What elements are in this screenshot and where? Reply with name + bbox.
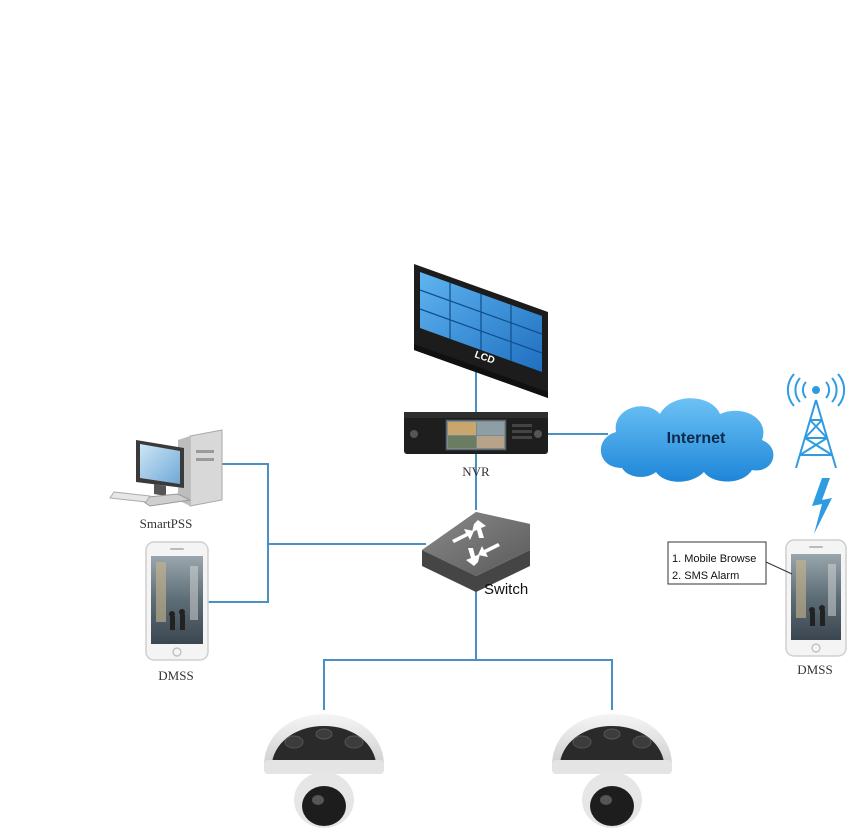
- lightning-icon: [812, 478, 832, 534]
- desktop-computer-icon: [109, 429, 223, 507]
- connection-lines: [206, 368, 613, 710]
- wire-dmss-left: [206, 544, 269, 603]
- smartpss-label: SmartPSS: [140, 516, 193, 531]
- smartphone-icon: [785, 539, 847, 657]
- callout-line-1: 1. Mobile Browse: [672, 553, 756, 565]
- internet-label: Internet: [667, 430, 726, 447]
- wire-cameras: [323, 659, 613, 710]
- dome-camera-icon: [264, 714, 384, 828]
- dmss-left-label: DMSS: [158, 668, 193, 683]
- nvr-recorder-icon: [404, 412, 548, 454]
- dome-camera-icon: [552, 714, 672, 828]
- callout-line-2: 2. SMS Alarm: [672, 570, 739, 582]
- wire-smartpss-switch: [222, 463, 426, 545]
- cell-tower-icon: [786, 373, 846, 469]
- cloud-icon: Internet: [600, 398, 774, 482]
- dmss-right-label: DMSS: [797, 662, 832, 677]
- video-wall-icon: LCD: [414, 264, 548, 398]
- switch-label: Switch: [484, 581, 528, 598]
- smartphone-icon: [145, 541, 209, 661]
- nvr-label: NVR: [462, 464, 490, 479]
- feature-callout: 1. Mobile Browse 2. SMS Alarm: [667, 541, 793, 585]
- network-switch-icon: [422, 512, 530, 592]
